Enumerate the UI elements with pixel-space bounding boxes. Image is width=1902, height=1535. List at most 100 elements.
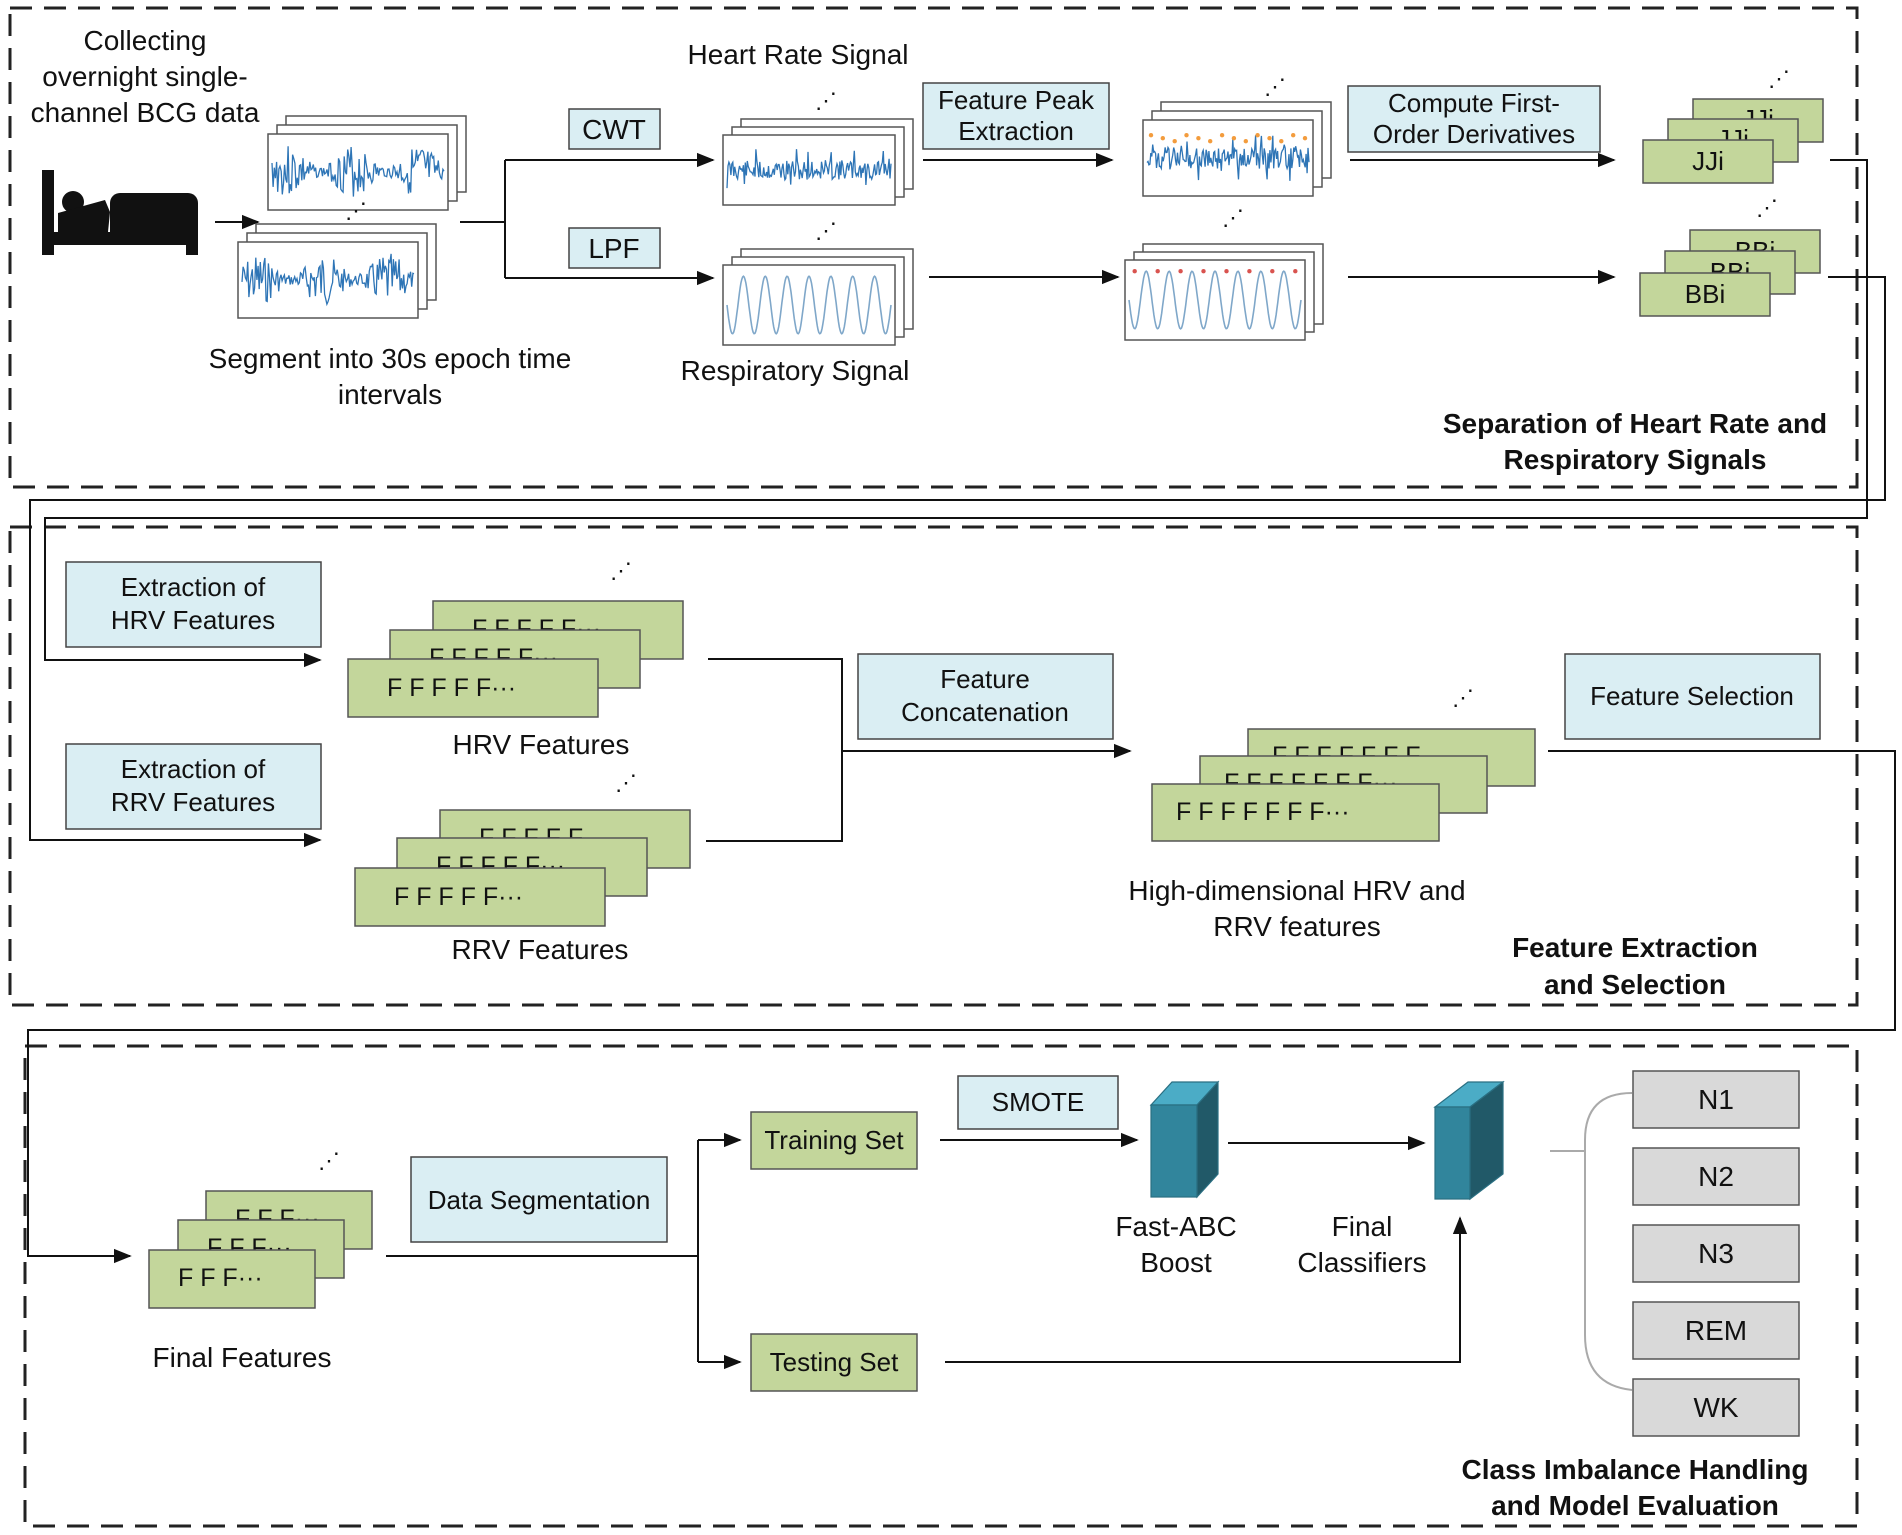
smote-box (957, 1075, 1119, 1130)
hrv-extraction-box (65, 561, 322, 648)
derivative-label-1: Compute First- (1388, 88, 1560, 118)
smote-label: SMOTE (992, 1087, 1084, 1117)
stack-ellipsis: ⋰ (615, 770, 637, 795)
stack-ellipsis: ⋰ (1264, 74, 1286, 99)
peak-dot (1155, 269, 1160, 274)
peak-dot (1178, 269, 1183, 274)
peak-dot (1160, 136, 1166, 141)
section1-title-2: Respiratory Signals (1504, 444, 1767, 475)
peak-dot (1291, 133, 1296, 138)
resp-waveform (1128, 270, 1302, 330)
hrv-extraction-label-2: HRV Features (111, 605, 275, 635)
data-segmentation-box (410, 1156, 668, 1243)
stack-ellipsis: ⋰ (815, 218, 837, 243)
connector-bbi-to-rrv (29, 276, 1886, 848)
bed-icon (42, 170, 198, 255)
class-label-n1: N1 (1698, 1084, 1734, 1115)
segment-label-2: intervals (338, 379, 442, 410)
concatenation-box (857, 653, 1114, 740)
final-classifiers-label-1: Final (1332, 1211, 1393, 1242)
peak-dot (1172, 139, 1177, 144)
class-label-wk: WK (1693, 1392, 1738, 1423)
jji-stack: JJi JJi JJi (1642, 98, 1824, 184)
peak-dot (1293, 269, 1298, 274)
stack-ellipsis: ⋰ (345, 198, 367, 223)
cwt-box (568, 108, 661, 150)
class-label-rem: REM (1685, 1315, 1747, 1346)
stack-ellipsis: ⋰ (1768, 66, 1790, 91)
high-dim-label-2: RRV features (1213, 911, 1381, 942)
peak-dot (1219, 133, 1225, 138)
peak-dot (1279, 139, 1284, 144)
section1-title-1: Separation of Heart Rate and (1443, 408, 1827, 439)
high-dim-label-1: High-dimensional HRV and (1128, 875, 1465, 906)
stack-ellipsis: ⋰ (1452, 685, 1474, 710)
resp-peaks-stack (1124, 243, 1324, 341)
peak-dot (1267, 136, 1272, 141)
bcg-waveform (241, 253, 415, 307)
high-dim-feature-stack: F F F F F F F··· F F F F F F F··· F F F … (1151, 728, 1536, 842)
feature-selection-box (1564, 653, 1821, 740)
lpf-label: LPF (588, 233, 639, 264)
peak-dot (1208, 139, 1213, 144)
connector-concat (706, 658, 843, 842)
peak-markers (1132, 269, 1298, 274)
heart-signal-stack (722, 118, 914, 206)
peak-dot (1148, 133, 1154, 138)
raw-segment-stack-top (267, 115, 467, 211)
stack-ellipsis: ⋰ (610, 558, 632, 583)
heart-peaks-stack (1142, 101, 1332, 197)
heart-waveform (726, 149, 892, 189)
collect-label-2: overnight single- (42, 61, 247, 92)
stack-ellipsis: ⋰ (1756, 195, 1778, 220)
class-box-rem (1632, 1301, 1800, 1360)
peak-dot (1224, 269, 1229, 274)
testing-set-box (750, 1333, 918, 1392)
resp-signal-stack (722, 248, 914, 346)
heart-rate-signal-label: Heart Rate Signal (687, 39, 908, 70)
feature-peak-label-2: Extraction (958, 116, 1074, 146)
section3-title-2: and Model Evaluation (1491, 1490, 1779, 1521)
hrv-features-label: HRV Features (453, 729, 630, 760)
peak-dot (1132, 269, 1137, 274)
class-brace (1550, 1092, 1633, 1391)
connector-selection-to-final (27, 750, 1896, 1264)
class-box-n2 (1632, 1147, 1800, 1206)
collect-label-1: Collecting (84, 25, 207, 56)
peak-dot (1247, 269, 1252, 274)
cwt-label: CWT (582, 114, 646, 145)
data-segmentation-label: Data Segmentation (428, 1185, 651, 1215)
rrv-extraction-box (65, 743, 322, 830)
peak-markers (1148, 133, 1308, 144)
derivative-box (1347, 85, 1601, 153)
class-box-n3 (1632, 1224, 1800, 1283)
hrv-stack-text: F F F F F··· (387, 674, 516, 702)
section1-border (8, 6, 1859, 489)
rrv-stack-text: F F F F F··· (394, 883, 523, 911)
peak-dot (1255, 133, 1260, 138)
stack-ellipsis: ⋰ (815, 88, 837, 113)
feature-peak-label-1: Feature Peak (938, 85, 1095, 115)
feature-peak-box (922, 82, 1110, 150)
section2-border (8, 525, 1859, 1007)
section2-title-1: Feature Extraction (1512, 932, 1758, 963)
rrv-features-label: RRV Features (452, 934, 629, 965)
training-set-label: Training Set (764, 1125, 904, 1155)
lpf-box (568, 227, 661, 269)
peak-dot (1196, 136, 1201, 141)
final-stack-text: F F F··· (178, 1264, 263, 1292)
rrv-feature-stack: F F F F F··· F F F F F··· F F F F F··· (354, 809, 691, 927)
derivative-label-2: Order Derivatives (1373, 119, 1575, 149)
stack-ellipsis: ⋰ (1222, 205, 1244, 230)
rrv-extraction-label-2: RRV Features (111, 787, 275, 817)
peak-dot (1231, 136, 1237, 141)
peak-dot (1184, 133, 1189, 138)
class-label-n2: N2 (1698, 1161, 1734, 1192)
fast-abc-label-2: Boost (1140, 1247, 1212, 1278)
fast-abc-boost-cube-icon (1149, 1080, 1220, 1199)
arrow-testing-to-classifier (945, 1216, 1468, 1363)
testing-set-label: Testing Set (770, 1347, 899, 1377)
connector-jji-to-hrv (44, 159, 1868, 668)
class-label-n3: N3 (1698, 1238, 1734, 1269)
